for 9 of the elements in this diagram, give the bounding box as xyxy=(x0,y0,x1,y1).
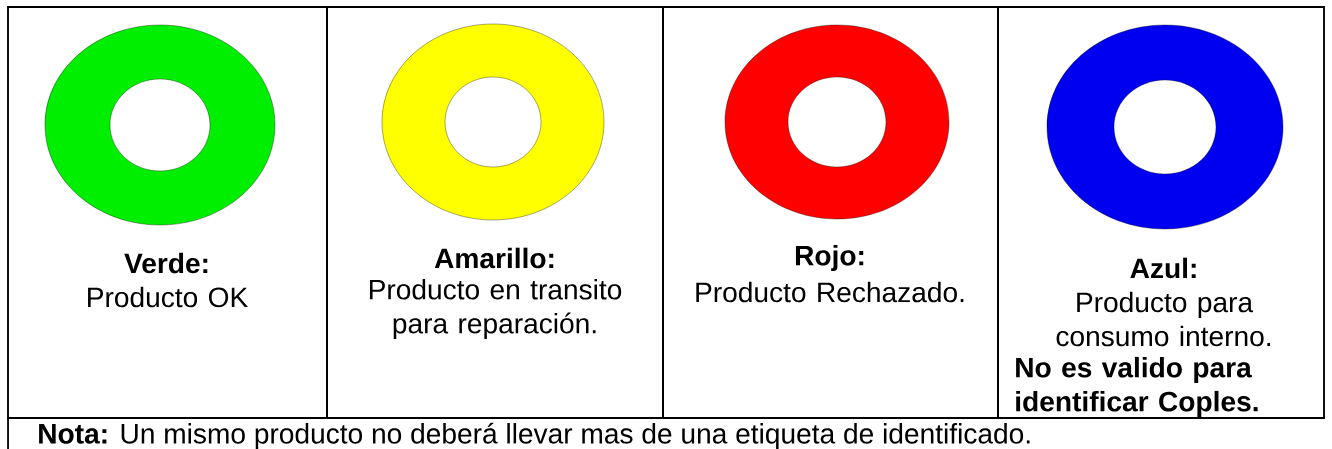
ring-drawing xyxy=(724,24,950,220)
table-cell: Verde: Producto OK xyxy=(7,6,328,419)
table-cell: Azul: Producto para consumo interno. No es valido para identificar Coples. xyxy=(997,6,1325,419)
table-cell: Amarillo: Producto en transito para reparación. xyxy=(326,6,664,419)
table-cell: Rojo: Producto Rechazado. xyxy=(662,6,999,419)
ring-drawing xyxy=(381,23,605,221)
ring-drawing xyxy=(44,24,276,226)
note-text: Nota: Un mismo producto no deberá llevar mas de una etiqueta de identificado. xyxy=(39,422,1030,449)
ring-drawing xyxy=(1046,24,1284,230)
